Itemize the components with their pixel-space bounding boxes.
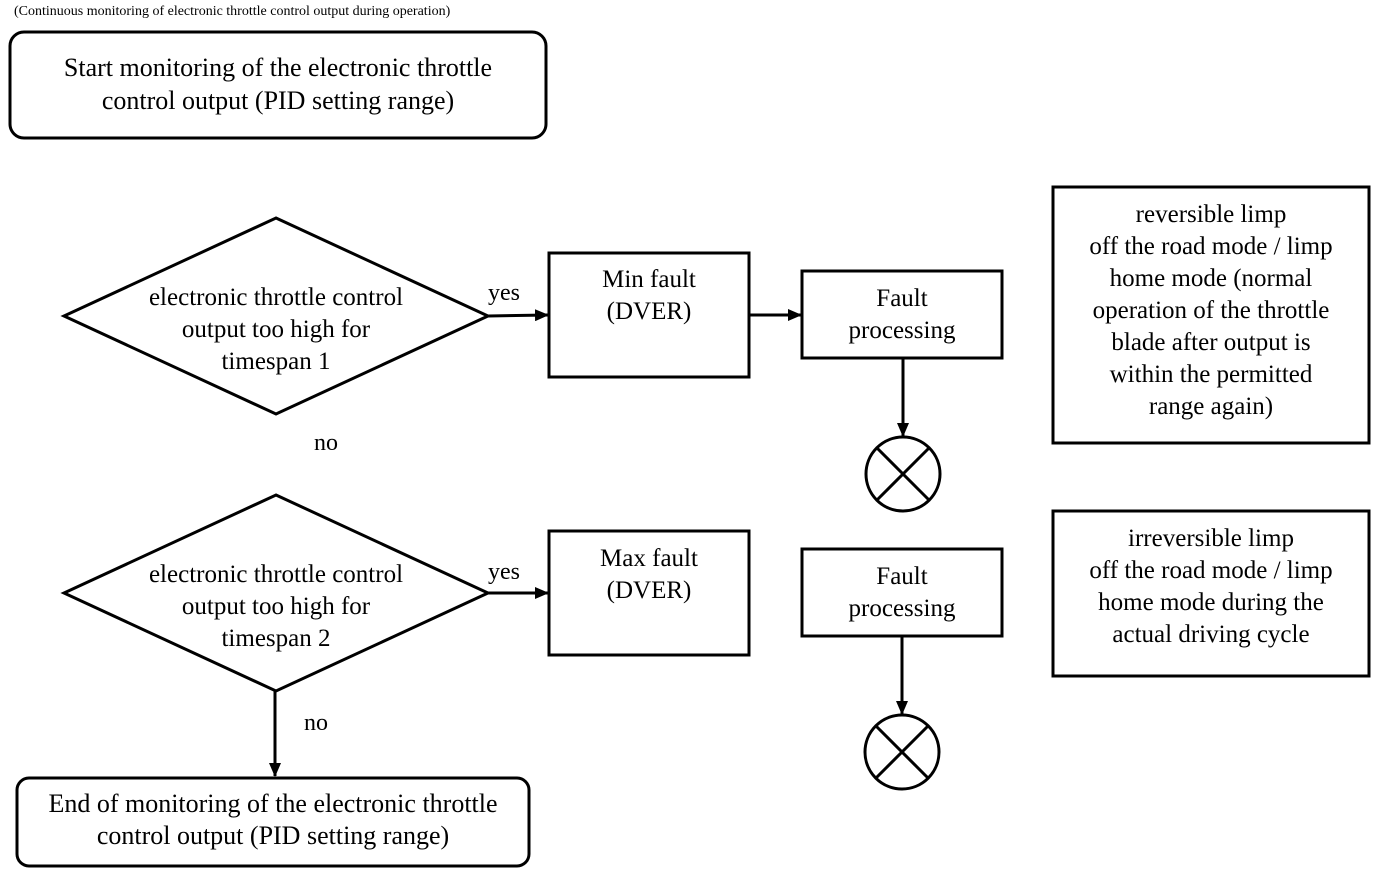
fault-processing-2-label: Fault processing (802, 561, 1002, 625)
note-reversible-line: reversible limp (1135, 201, 1287, 228)
note-reversible-line: off the road mode / limp (1089, 233, 1333, 260)
max-fault-line-2: (DVER) (606, 577, 692, 604)
decision-2-line-3: timespan 2 (221, 625, 331, 652)
note-irreversible-box (1051, 509, 1371, 678)
decision-1-line-3: timespan 1 (221, 348, 331, 375)
fault-processing-1-line-1: Fault (876, 285, 928, 312)
min-fault-box (547, 251, 751, 379)
fault-processing-1-line-2: processing (848, 317, 956, 344)
edge-label-yes-1: yes (488, 280, 520, 306)
max-fault-box (547, 529, 751, 657)
note-irreversible-line: irreversible limp (1128, 525, 1294, 552)
note-reversible-box (1051, 185, 1371, 445)
terminator-2-icon (863, 713, 941, 791)
note-irreversible-line: off the road mode / limp (1089, 557, 1333, 584)
decision-1-label: electronic throttle control output too h… (96, 282, 456, 378)
end-label: End of monitoring of the electronic thro… (17, 788, 529, 852)
note-reversible-line: home mode (normal (1109, 265, 1313, 292)
note-reversible-line: blade after output is (1111, 329, 1311, 356)
edge-label-yes-2: yes (488, 559, 520, 585)
max-fault-label: Max fault (DVER) (549, 543, 749, 607)
start-box (8, 30, 548, 140)
decision-1-line-1: electronic throttle control (148, 284, 404, 311)
start-label-line-2: control output (PID setting range) (101, 86, 455, 115)
min-fault-line-1: Min fault (602, 266, 696, 293)
min-fault-line-2: (DVER) (606, 298, 692, 325)
note-reversible-label: reversible limp off the road mode / limp… (1053, 199, 1369, 423)
fault-processing-1-label: Fault processing (802, 283, 1002, 347)
end-box (15, 776, 531, 868)
fault-processing-1-box (800, 269, 1004, 360)
end-label-line-2: control output (PID setting range) (96, 821, 450, 850)
yes-arrow-1 (487, 309, 549, 322)
edge-label-no-1: no (314, 430, 338, 456)
terminator-1-icon (864, 435, 942, 513)
note-irreversible-label: irreversible limp off the road mode / li… (1053, 523, 1369, 651)
edge-label-no-2: no (304, 710, 328, 736)
note-reversible-line: within the permitted (1109, 361, 1313, 388)
min-fault-label: Min fault (DVER) (549, 264, 749, 328)
start-label: Start monitoring of the electronic throt… (10, 51, 546, 117)
start-label-line-1: Start monitoring of the electronic throt… (63, 53, 493, 82)
note-irreversible-line: home mode during the (1098, 589, 1324, 616)
decision-2-line-2: output too high for (181, 593, 371, 620)
decision-1-line-2: output too high for (181, 316, 371, 343)
note-irreversible-line: actual driving cycle (1112, 621, 1310, 648)
decision-1-diamond (60, 216, 492, 416)
fault-processing-2-line-2: processing (848, 595, 956, 622)
decision-2-line-1: electronic throttle control (148, 561, 404, 588)
decision-2-label: electronic throttle control output too h… (96, 559, 456, 655)
fault-processing-2-line-1: Fault (876, 563, 928, 590)
diagram-caption: (Continuous monitoring of electronic thr… (14, 4, 451, 19)
note-reversible-line: range again) (1148, 393, 1274, 420)
note-reversible-line: operation of the throttle (1092, 297, 1330, 324)
end-label-line-1: End of monitoring of the electronic thro… (48, 789, 498, 818)
max-fault-line-1: Max fault (600, 545, 698, 572)
